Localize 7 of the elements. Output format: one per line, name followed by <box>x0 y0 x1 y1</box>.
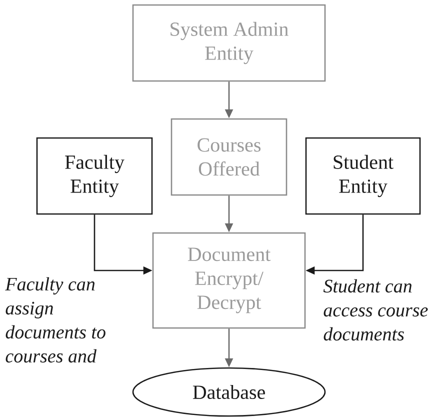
note-text: Student can access course documents <box>323 279 428 341</box>
process-box: Faculty Entity <box>36 137 153 215</box>
process-box: System Admin Entity <box>132 4 326 82</box>
process-box: Courses Offered <box>170 118 288 196</box>
process-box: Document Encrypt/ Decrypt <box>152 232 306 329</box>
note-text: Faculty can assign documents to courses and <box>5 277 106 363</box>
process-box: Student Entity <box>305 137 421 215</box>
